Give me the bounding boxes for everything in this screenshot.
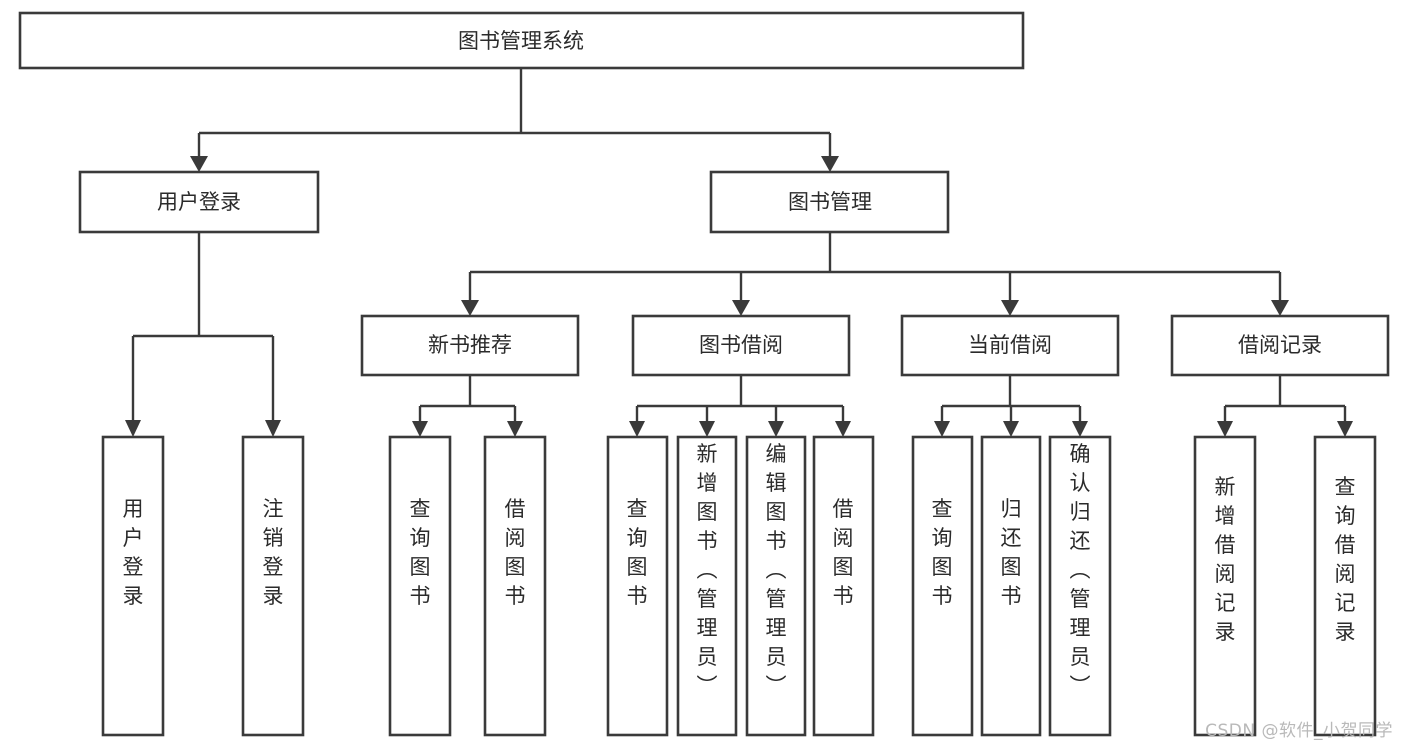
leaf-add-borrow-record[interactable]: 新增借阅记录 xyxy=(1193,435,1257,737)
arrow-bm-to-book-borrow xyxy=(732,300,750,316)
arrow-bookborrow-to-leaf1 xyxy=(629,421,645,437)
leaf-edit-book-admin[interactable]: 编辑图书︵管理员︶ xyxy=(745,435,807,737)
leaf-query-borrow-record[interactable]: 查询借阅记录 xyxy=(1313,435,1377,737)
leaf-add-borrow-record-label: 新增借阅记录 xyxy=(1215,475,1236,644)
node-borrow-record-label: 借阅记录 xyxy=(1238,333,1322,357)
leaf-confirm-return-admin-label: 确认归还︵管理员︶ xyxy=(1070,442,1091,698)
node-current-borrow[interactable]: 当前借阅 xyxy=(900,314,1120,377)
node-root[interactable]: 图书管理系统 xyxy=(18,11,1025,70)
leaf-confirm-return-admin[interactable]: 确认归还︵管理员︶ xyxy=(1048,435,1112,737)
leaf-borrow-books-recommend[interactable]: 借阅图书 xyxy=(483,435,547,737)
node-user-login-label: 用户登录 xyxy=(157,190,241,214)
arrow-currentborrow-to-leaf1 xyxy=(934,421,950,437)
node-borrow-record[interactable]: 借阅记录 xyxy=(1170,314,1390,377)
arrow-bm-to-current-borrow xyxy=(1001,300,1019,316)
leaf-query-books-current[interactable]: 查询图书 xyxy=(911,435,974,737)
node-user-login[interactable]: 用户登录 xyxy=(78,170,320,234)
arrow-bookborrow-to-leaf2 xyxy=(699,421,715,437)
arrow-newbook-to-leaf1 xyxy=(412,421,428,437)
node-book-management-label: 图书管理 xyxy=(788,190,872,214)
node-book-borrow[interactable]: 图书借阅 xyxy=(631,314,851,377)
leaf-logout-login-label: 注销登录 xyxy=(263,497,284,608)
arrow-borrowrecord-to-leaf1 xyxy=(1217,421,1233,437)
arrow-user-login-to-leaf2 xyxy=(265,420,281,437)
node-new-book-recommend-label: 新书推荐 xyxy=(428,333,512,357)
leaf-edit-book-admin-label: 编辑图书︵管理员︶ xyxy=(766,442,787,698)
node-root-label: 图书管理系统 xyxy=(458,29,584,53)
leaf-query-books-recommend[interactable]: 查询图书 xyxy=(388,435,452,737)
leaf-logout-login[interactable]: 注销登录 xyxy=(241,435,305,737)
node-new-book-recommend[interactable]: 新书推荐 xyxy=(360,314,580,377)
leaf-user-login[interactable]: 用户登录 xyxy=(101,435,165,737)
leaf-borrow-books[interactable]: 借阅图书 xyxy=(812,435,875,737)
leaf-borrow-books-recommend-label: 借阅图书 xyxy=(505,497,526,608)
leaf-query-books-current-label: 查询图书 xyxy=(932,497,953,608)
leaf-query-books-recommend-label: 查询图书 xyxy=(410,497,431,608)
arrow-bookborrow-to-leaf3 xyxy=(768,421,784,437)
arrow-bm-to-borrow-record xyxy=(1271,300,1289,316)
node-book-management[interactable]: 图书管理 xyxy=(709,170,950,234)
arrow-borrowrecord-to-leaf2 xyxy=(1337,421,1353,437)
arrow-user-login-to-leaf1 xyxy=(125,420,141,437)
leaf-add-book-admin[interactable]: 新增图书︵管理员︶ xyxy=(676,435,738,737)
leaf-user-login-label: 用户登录 xyxy=(123,497,144,608)
leaf-borrow-books-label: 借阅图书 xyxy=(833,497,854,608)
arrow-currentborrow-to-leaf2 xyxy=(1003,421,1019,437)
leaf-add-book-admin-label: 新增图书︵管理员︶ xyxy=(697,442,718,698)
arrow-root-to-user-login xyxy=(190,156,208,172)
leaf-return-books-label: 归还图书 xyxy=(1001,497,1022,608)
arrow-root-to-book-management xyxy=(821,156,839,172)
node-current-borrow-label: 当前借阅 xyxy=(968,333,1052,357)
node-book-borrow-label: 图书借阅 xyxy=(699,333,783,357)
arrow-bm-to-new-book xyxy=(461,300,479,316)
arrow-newbook-to-leaf2 xyxy=(507,421,523,437)
leaf-query-books-borrow[interactable]: 查询图书 xyxy=(606,435,669,737)
arrow-currentborrow-to-leaf3 xyxy=(1072,421,1088,437)
connector-layer xyxy=(125,68,1353,437)
leaf-query-books-borrow-label: 查询图书 xyxy=(627,497,648,608)
leaf-query-borrow-record-label: 查询借阅记录 xyxy=(1335,475,1356,644)
leaf-return-books[interactable]: 归还图书 xyxy=(980,435,1042,737)
arrow-bookborrow-to-leaf4 xyxy=(835,421,851,437)
